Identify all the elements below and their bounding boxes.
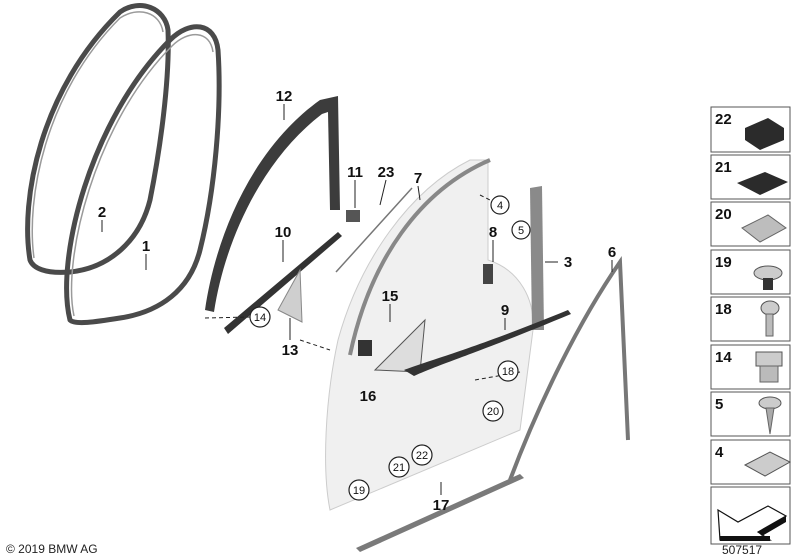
svg-text:19: 19: [715, 254, 732, 271]
seal-23: [335, 187, 413, 273]
legend-panel: 22 21 20 19 18 14 5 4: [710, 106, 792, 545]
direction-arrow-icon: [717, 505, 788, 541]
svg-text:20: 20: [715, 206, 732, 223]
circled-label-22: 22: [411, 444, 433, 466]
circled-label-21: 21: [388, 456, 410, 478]
label-3: 3: [564, 254, 572, 271]
legend-item-20: 20: [710, 201, 791, 247]
expanding-rivet-icon: [753, 265, 783, 290]
svg-text:5: 5: [715, 396, 723, 413]
door-frame-seal: [508, 255, 630, 481]
inner-shaft-seal: [224, 232, 342, 334]
label-15: 15: [382, 288, 399, 305]
b-pillar-cover: [530, 186, 544, 330]
copyright: © 2019 BMW AG: [6, 542, 98, 556]
svg-text:4: 4: [497, 200, 503, 212]
circled-label-18: 18: [497, 360, 519, 382]
svg-text:21: 21: [393, 462, 405, 474]
label-13: 13: [282, 342, 299, 359]
pad-icon: [737, 172, 788, 195]
clip-nut-icon: [741, 214, 787, 243]
legend-item-arrow: [710, 486, 791, 545]
diagram-number: 507517: [722, 543, 763, 557]
square-nut-icon: [755, 351, 783, 383]
leader-lines: [101, 104, 613, 495]
legend-item-19: 19: [710, 249, 791, 295]
circled-label-20: 20: [482, 400, 504, 422]
circled-label-14: 14: [249, 306, 271, 328]
svg-text:14: 14: [715, 349, 732, 366]
label-16: 16: [360, 388, 377, 405]
label-11: 11: [347, 164, 363, 181]
window-guide-seal: [205, 96, 340, 312]
legend-item-4: 4: [710, 439, 792, 485]
label-23: 23: [378, 164, 395, 181]
label-9: 9: [501, 302, 509, 319]
svg-text:5: 5: [518, 225, 524, 237]
label-17: 17: [433, 497, 450, 514]
mirror-triangle-outer: [373, 318, 426, 373]
outer-shaft-seal: [404, 310, 571, 376]
legend-item-22: 22: [710, 106, 791, 153]
square-grommet-icon: [745, 118, 784, 150]
legend-item-21: 21: [710, 154, 791, 200]
label-1: 1: [142, 238, 150, 255]
sill-trim: [356, 474, 524, 552]
svg-text:14: 14: [254, 312, 266, 324]
circled-label-5: 5: [511, 220, 531, 240]
door-seal-inner: [64, 24, 222, 326]
svg-text:4: 4: [715, 444, 724, 461]
pad-16: [358, 340, 372, 356]
legend-item-18: 18: [710, 296, 791, 342]
window-channel: [348, 158, 491, 356]
tapping-screw-icon: [758, 396, 782, 435]
svg-text:18: 18: [715, 301, 732, 318]
door-seal-outer: [25, 3, 171, 275]
label-7: 7: [414, 170, 422, 187]
legend-item-14: 14: [710, 344, 791, 390]
torx-bolt-icon: [760, 300, 780, 337]
legend-item-5: 5: [710, 391, 791, 437]
label-10: 10: [275, 224, 292, 241]
label-2: 2: [98, 204, 106, 221]
svg-text:22: 22: [715, 111, 732, 128]
label-12: 12: [276, 88, 293, 105]
label-8: 8: [489, 224, 497, 241]
label-6: 6: [608, 244, 616, 261]
svg-text:22: 22: [416, 450, 428, 462]
circled-label-4: 4: [490, 195, 510, 215]
svg-text:19: 19: [353, 485, 365, 497]
bracket-8: [483, 264, 493, 284]
cage-nut-icon: [743, 451, 792, 477]
door-panel: [325, 159, 534, 511]
circled-label-19: 19: [348, 479, 370, 501]
svg-text:21: 21: [715, 159, 732, 176]
clip-part-11: [346, 210, 360, 222]
svg-text:20: 20: [487, 406, 499, 418]
svg-text:18: 18: [502, 366, 514, 378]
mirror-triangle-inner: [277, 268, 303, 323]
